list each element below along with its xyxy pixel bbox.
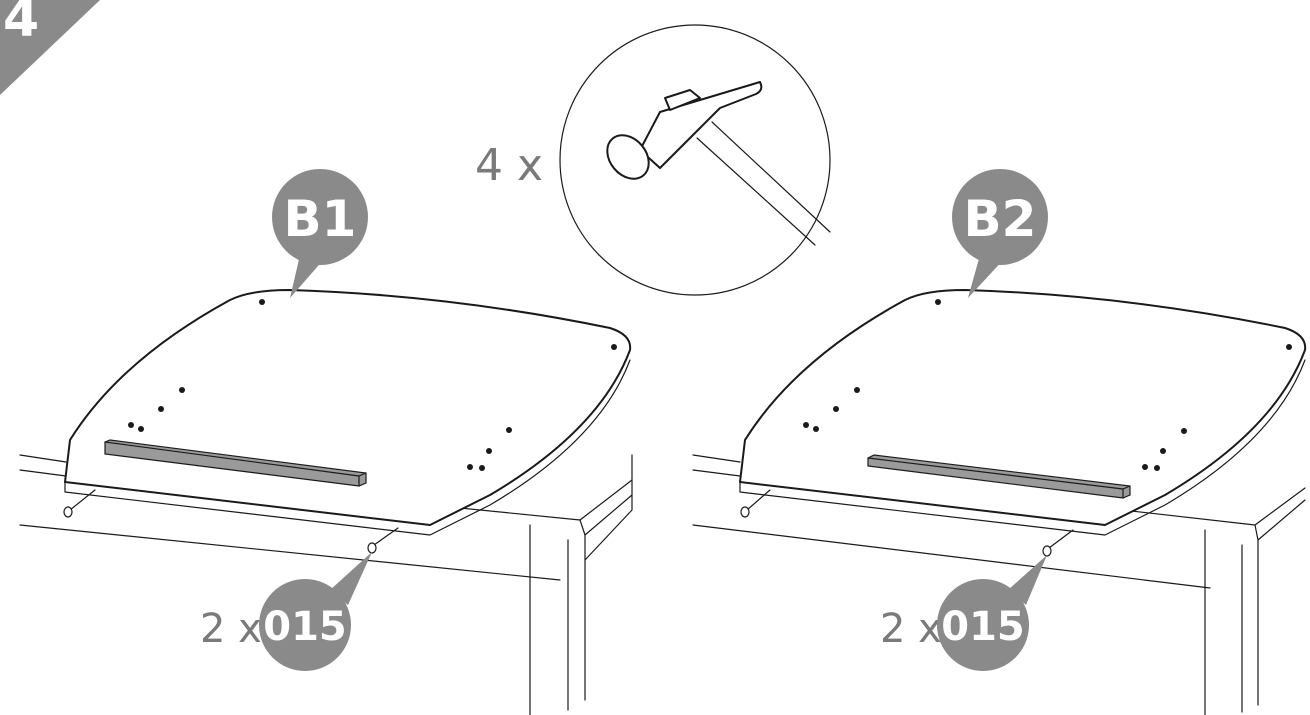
panel-b2: [739, 289, 1307, 526]
assembly-left: B1 2 x 015: [19, 169, 633, 715]
panel-b2-holes: [803, 299, 1292, 471]
part-label-b1: B1: [284, 190, 357, 248]
metal-bar-right: [867, 454, 1131, 499]
dowel-right-1: [740, 489, 771, 518]
fastener-bubble-right: 015: [937, 555, 1047, 671]
part-label-bubble-b1: B1: [272, 169, 368, 298]
fastener-code-left: 015: [263, 604, 347, 650]
dowel-right-2: [1042, 529, 1074, 557]
table-right: [692, 454, 1306, 715]
fastener-code-right: 015: [941, 604, 1025, 650]
fastener-quantity-right: 2 x: [880, 606, 942, 652]
dowel-left-1: [63, 489, 96, 518]
panel-b1: [64, 289, 632, 526]
tool-quantity: 4 x: [475, 140, 543, 191]
assembly-right: B2 2 x 015: [692, 169, 1307, 715]
dowel-left-2: [367, 527, 399, 554]
step-number: 4: [3, 0, 39, 49]
hammer-icon: [606, 81, 831, 246]
step-badge: 4: [0, 0, 100, 95]
fastener-quantity-left: 2 x: [200, 606, 262, 652]
hammer-callout: [559, 24, 831, 296]
panel-b1-holes: [128, 299, 617, 471]
metal-bar-left: [104, 439, 367, 487]
part-label-b2: B2: [964, 190, 1037, 248]
fastener-bubble-left: 015: [259, 552, 372, 671]
part-label-bubble-b2: B2: [952, 169, 1048, 298]
